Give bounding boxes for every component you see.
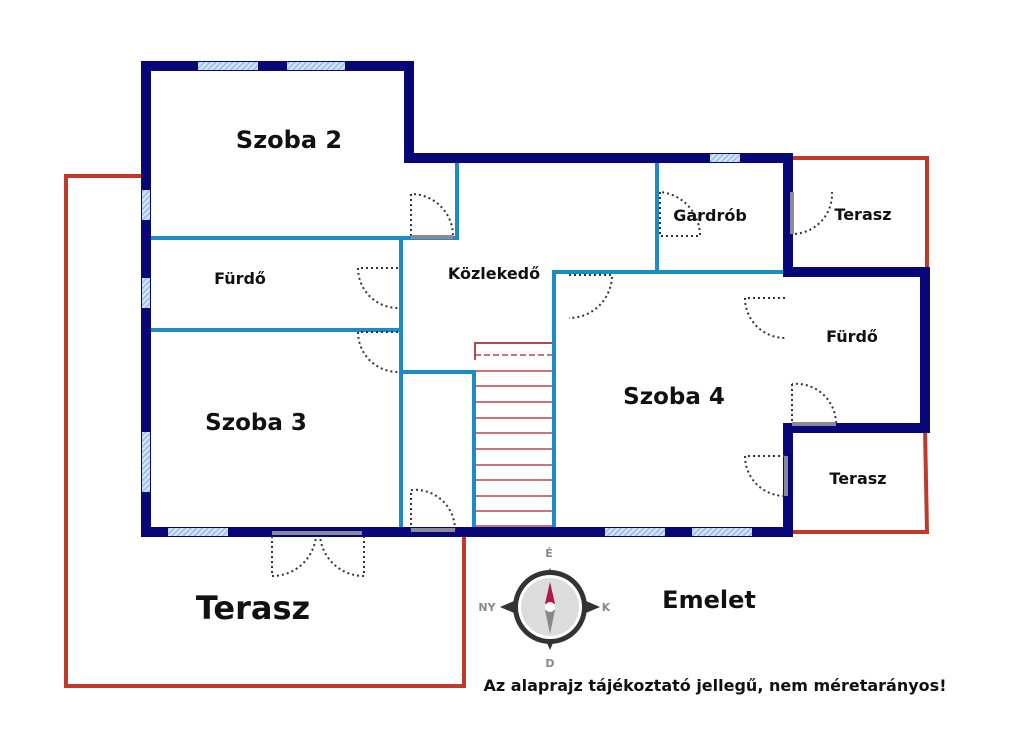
room-label-szoba4: Szoba 4: [623, 384, 725, 410]
disclaimer: Az alaprajz tájékoztató jellegű, nem mér…: [484, 676, 947, 695]
terrace-bottom-right-outline: [788, 427, 930, 534]
floor-label: Emelet: [662, 586, 756, 614]
compass-icon: É D K NY: [478, 547, 610, 670]
room-label-furdo-right: Fürdő: [826, 327, 878, 346]
inner-walls: [146, 158, 788, 532]
compass-south: D: [545, 657, 554, 670]
staircase: [474, 342, 552, 527]
room-label-gardrob: Gardrób: [673, 206, 747, 225]
compass-north: É: [545, 547, 553, 560]
room-label-kozlekedo: Közlekedő: [448, 264, 540, 283]
compass-west: NY: [478, 601, 496, 614]
compass-east: K: [602, 601, 611, 614]
room-label-furdo-left: Fürdő: [214, 269, 266, 288]
doors: [271, 191, 838, 578]
terrace-main-outline: [64, 174, 466, 688]
door-leaves: [272, 192, 836, 535]
room-label-terasz-bottom-right: Terasz: [829, 469, 886, 488]
terrace-top-right-outline: [788, 156, 929, 272]
room-label-terasz-top-right: Terasz: [834, 205, 891, 224]
room-label-szoba3: Szoba 3: [205, 410, 307, 436]
room-label-szoba2: Szoba 2: [236, 126, 342, 154]
terrace-outlines: [64, 156, 930, 688]
room-label-terasz-main: Terasz: [196, 589, 310, 627]
windows: [142, 62, 752, 536]
